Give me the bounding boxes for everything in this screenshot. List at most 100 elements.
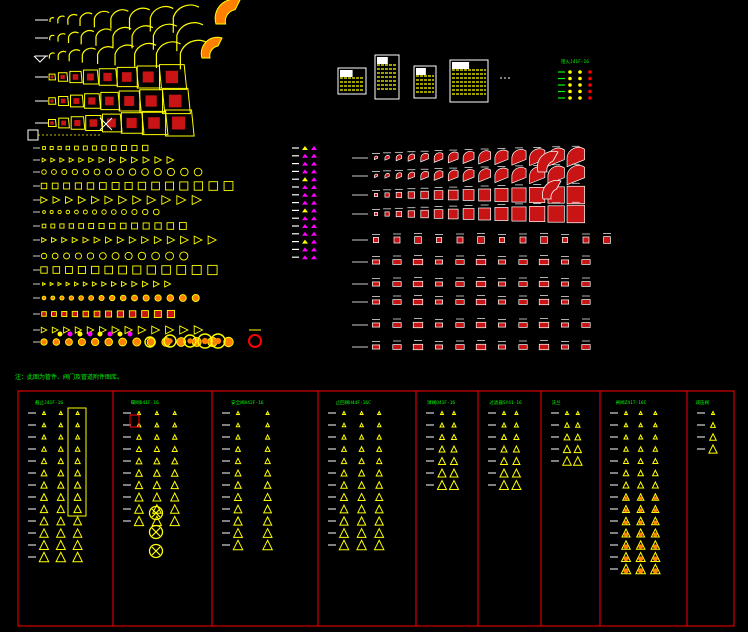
valve-symbol bbox=[233, 492, 243, 502]
small-fitting-square bbox=[109, 222, 116, 230]
valve-symbol bbox=[57, 457, 65, 465]
valve-symbol bbox=[152, 468, 161, 477]
panel-title: 法兰 bbox=[552, 399, 561, 406]
small-fitting-round bbox=[119, 294, 127, 302]
legend-valve-b bbox=[311, 247, 317, 252]
valve-symbol bbox=[651, 469, 659, 477]
small-fitting-square bbox=[52, 266, 61, 274]
legend-symbol bbox=[588, 89, 592, 94]
fitting-elbow bbox=[128, 7, 150, 31]
valve-symbol bbox=[376, 445, 383, 452]
red-tee bbox=[420, 190, 429, 200]
ring-flange bbox=[144, 336, 156, 348]
fitting-symbol bbox=[110, 9, 129, 29]
valve-symbol bbox=[74, 433, 81, 440]
fitting-symbol bbox=[58, 95, 70, 107]
red-elbow bbox=[511, 167, 527, 184]
valve-handwheel bbox=[653, 496, 658, 501]
valve-symbol bbox=[499, 456, 509, 465]
red-flange bbox=[475, 298, 487, 306]
legend-valve bbox=[302, 224, 308, 228]
red-flange bbox=[518, 344, 528, 350]
valve-symbol bbox=[652, 433, 659, 440]
valve-symbol bbox=[650, 551, 661, 562]
small-fitting-square bbox=[101, 145, 107, 151]
small-fitting-reducer bbox=[41, 236, 48, 244]
small-fitting-round bbox=[223, 336, 234, 348]
panel-title: 安全阀A42F-16 bbox=[231, 399, 264, 406]
small-fitting-reducer bbox=[51, 326, 60, 334]
valve-symbol bbox=[264, 445, 271, 452]
legend-valve bbox=[302, 185, 308, 189]
small-fitting-round bbox=[165, 251, 174, 261]
small-fitting-round bbox=[82, 209, 88, 215]
legend-valve-b bbox=[311, 153, 317, 158]
small-fitting-round bbox=[111, 209, 117, 215]
small-fitting-reducer bbox=[166, 155, 175, 165]
valve-symbol bbox=[154, 410, 160, 415]
small-fitting-square bbox=[63, 182, 71, 190]
colored-fitting bbox=[57, 331, 63, 337]
valve-symbol bbox=[708, 432, 718, 441]
fitting-elbow bbox=[112, 26, 132, 48]
red-tee bbox=[456, 236, 464, 244]
valve-symbol bbox=[651, 480, 660, 489]
fitting-symbol bbox=[57, 33, 66, 42]
small-fitting-reducer bbox=[111, 325, 121, 335]
valve-symbol bbox=[265, 410, 270, 415]
valve-symbol bbox=[57, 433, 64, 440]
small-fitting-reducer bbox=[74, 281, 80, 287]
legend-symbol bbox=[578, 70, 582, 74]
fitting-elbow bbox=[49, 17, 55, 22]
large-red-elbow bbox=[542, 180, 562, 200]
fitting-symbol bbox=[149, 6, 174, 32]
valve-handwheel bbox=[653, 508, 658, 513]
fitting-elbow bbox=[57, 15, 65, 24]
small-fitting-reducer bbox=[61, 236, 68, 244]
valve-symbol bbox=[622, 469, 630, 477]
valve-symbol bbox=[563, 421, 571, 428]
valve-symbol bbox=[40, 457, 48, 465]
valve-symbol bbox=[449, 456, 459, 465]
small-fitting-round bbox=[109, 294, 116, 302]
small-fitting-round bbox=[68, 295, 75, 301]
valve-symbol bbox=[512, 444, 521, 453]
small-fitting-round bbox=[180, 167, 189, 177]
valve-symbol bbox=[620, 551, 632, 562]
small-fitting-round bbox=[153, 168, 162, 176]
small-fitting-square bbox=[51, 182, 59, 190]
ring-flange bbox=[183, 334, 197, 348]
legend-symbol bbox=[578, 96, 582, 100]
small-fitting-square bbox=[68, 223, 75, 229]
valve-symbol bbox=[39, 492, 49, 501]
fitting-outline bbox=[162, 87, 191, 115]
red-tee bbox=[373, 237, 379, 243]
small-fitting-round bbox=[61, 169, 68, 175]
colored-fitting bbox=[117, 331, 123, 337]
valve-symbol bbox=[234, 457, 242, 465]
valve-symbol bbox=[357, 480, 366, 489]
fitting-fill bbox=[103, 72, 112, 82]
small-fitting-round bbox=[71, 168, 78, 176]
legend-valve-b bbox=[311, 161, 317, 166]
small-fitting-reducer bbox=[50, 157, 56, 163]
small-fitting-reducer bbox=[109, 156, 116, 164]
small-fitting-reducer bbox=[146, 195, 157, 205]
valve-symbol bbox=[154, 422, 160, 428]
red-elbow bbox=[407, 153, 415, 162]
red-tee bbox=[420, 209, 429, 219]
ring-flange-core bbox=[201, 337, 209, 345]
legend-valve bbox=[302, 231, 308, 236]
fitting-elbow bbox=[95, 28, 112, 46]
valve-symbol bbox=[375, 468, 383, 477]
small-fitting-reducer bbox=[119, 156, 128, 164]
valve-symbol bbox=[233, 480, 243, 489]
fitting-symbol bbox=[58, 117, 70, 129]
small-fitting-round bbox=[191, 294, 200, 302]
legend-symbol bbox=[568, 70, 572, 74]
red-flange bbox=[412, 258, 424, 266]
valve-symbol bbox=[264, 433, 271, 440]
small-fitting-reducer bbox=[165, 325, 175, 335]
panel-title: 过滤器SY41-16 bbox=[489, 399, 522, 406]
